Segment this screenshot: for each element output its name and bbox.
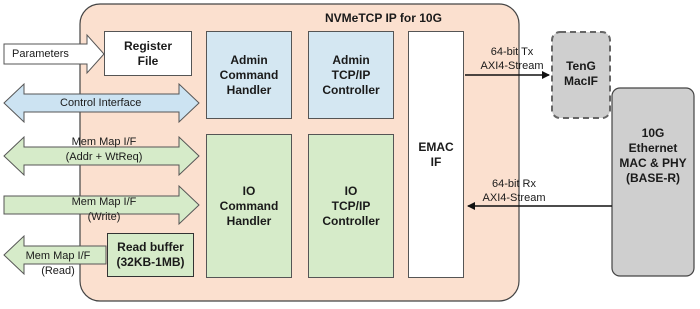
parameters-arrow bbox=[3, 33, 105, 75]
teng-macif-label: TenG MacIF bbox=[563, 59, 598, 88]
io-command-handler-box: IO Command Handler bbox=[206, 134, 292, 278]
teng-macif-box bbox=[551, 31, 611, 119]
register-file-box: Register File bbox=[104, 31, 192, 76]
mem-map-read-arrow bbox=[3, 234, 107, 276]
ip-core-title: NVMeTCP IP for 10G bbox=[325, 11, 442, 25]
emac-if-box: EMAC IF bbox=[408, 31, 464, 278]
admin-command-handler-box: Admin Command Handler bbox=[206, 31, 292, 119]
ethernet-mac-phy-label: 10G Ethernet MAC & PHY (BASE-R) bbox=[619, 126, 687, 185]
mem-map-write-label: Mem Map I/F (Write) bbox=[71, 196, 137, 223]
control-interface-arrow bbox=[3, 82, 200, 124]
tx-stream-label: 64-bit Tx AXI4-Stream bbox=[480, 46, 544, 72]
admin-tcpip-controller-box: Admin TCP/IP Controller bbox=[308, 31, 394, 119]
control-interface-label: Control Interface bbox=[60, 97, 142, 109]
read-buffer-box: Read buffer (32KB-1MB) bbox=[107, 233, 194, 277]
rx-stream-label: 64-bit Rx AXI4-Stream bbox=[482, 178, 546, 204]
parameters-label: Parameters bbox=[12, 48, 69, 60]
mem-map-addr-arrow bbox=[3, 135, 200, 177]
ethernet-mac-phy-box bbox=[611, 87, 695, 277]
mem-map-addr-label: Mem Map I/F (Addr + WtReq) bbox=[65, 136, 143, 163]
io-tcpip-controller-box: IO TCP/IP Controller bbox=[308, 134, 394, 278]
mem-map-write-arrow bbox=[3, 184, 200, 226]
mem-map-read-label: Mem Map I/F (Read) bbox=[25, 250, 91, 277]
